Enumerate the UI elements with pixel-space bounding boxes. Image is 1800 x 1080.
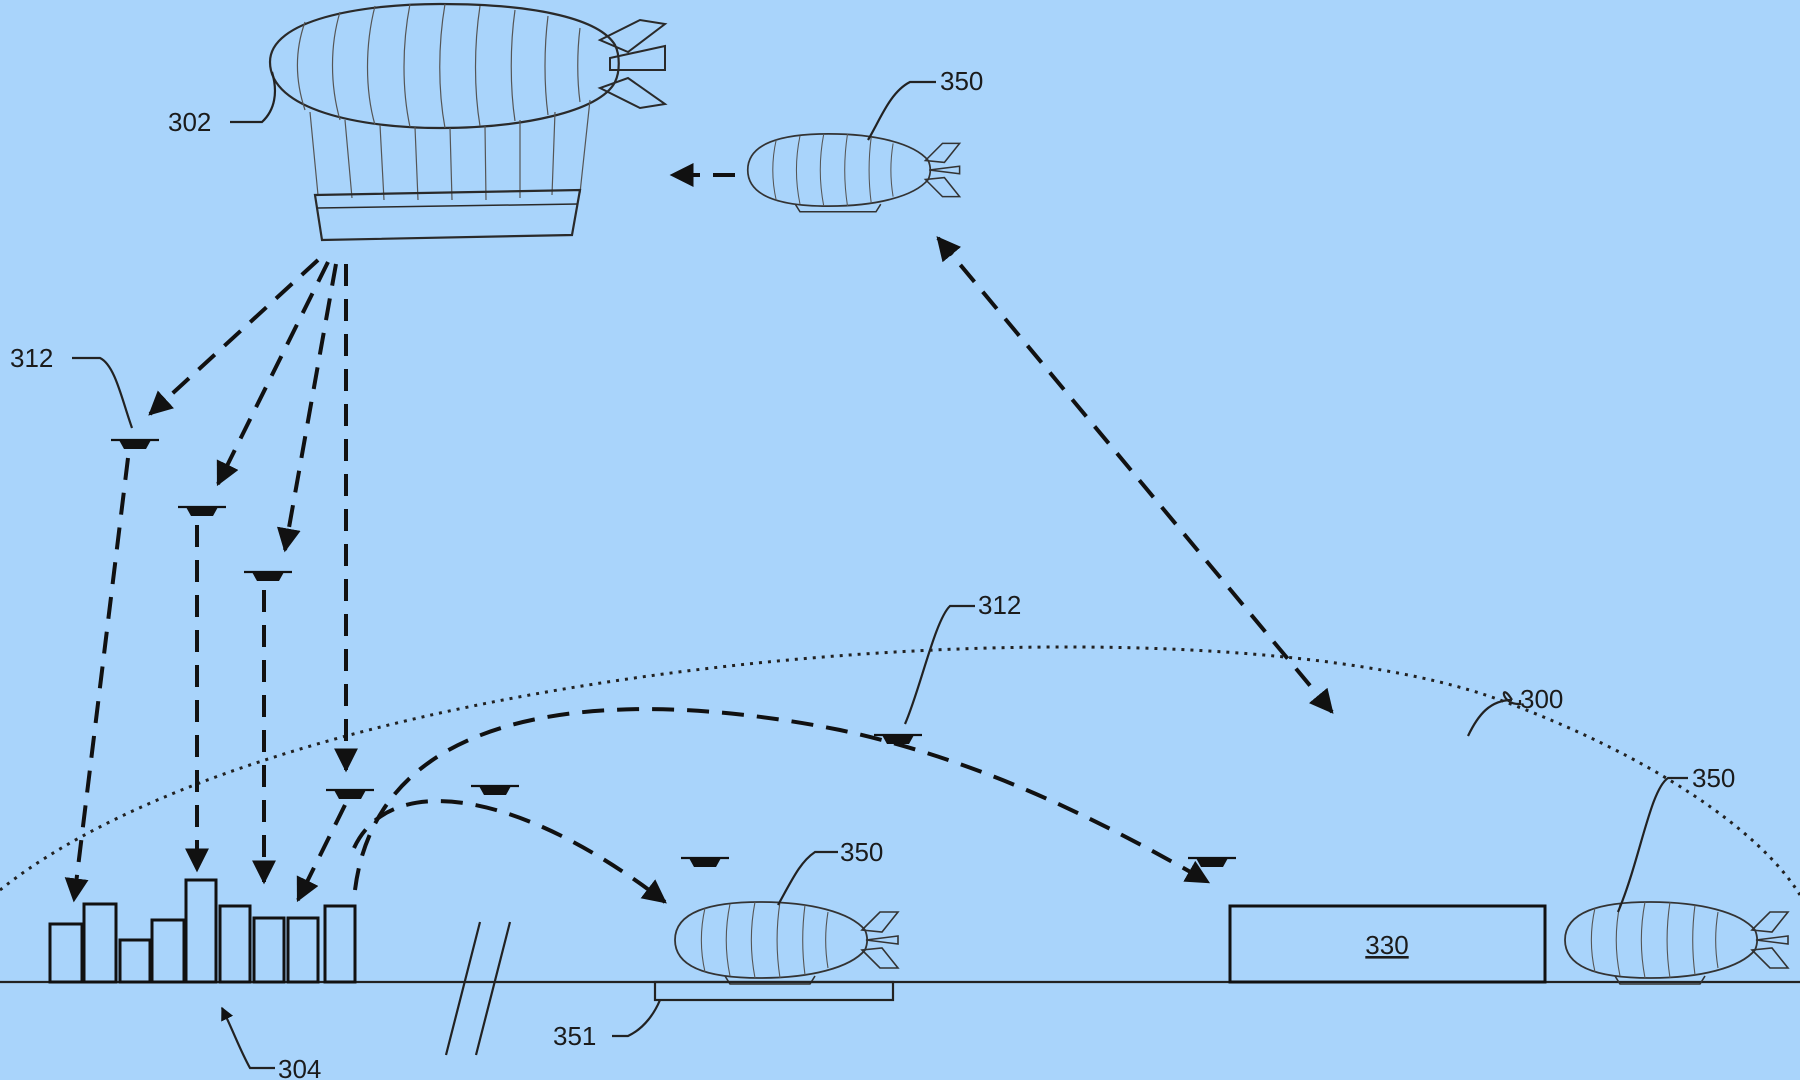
airship-350-ground-mid [674, 901, 899, 985]
boundary-300 [0, 645, 1800, 896]
leader-302 [230, 71, 277, 124]
leader-350-top [867, 80, 936, 141]
leader-312-mid [903, 604, 975, 725]
airship-302 [268, 2, 668, 242]
trajectory-to-350-mid [352, 799, 667, 904]
airship-350-ground-right [1564, 901, 1789, 985]
pad-351 [653, 980, 895, 1002]
drone-5 [469, 784, 521, 797]
arrow-302-drone-2 [216, 261, 330, 487]
drone-3 [242, 570, 294, 583]
arrow-drone-1-bldg [64, 457, 130, 903]
facility-330 [1228, 904, 1547, 984]
trajectory-to-330 [353, 707, 1211, 891]
label-304: 304 [278, 1054, 321, 1080]
label-330: 330 [1365, 930, 1408, 960]
label-300: 300 [1520, 684, 1563, 714]
arrow-300-to-350 [936, 236, 1334, 714]
label-350-ground-mid: 350 [840, 837, 883, 867]
label-302: 302 [168, 107, 211, 137]
label-350-top: 350 [940, 66, 983, 96]
arrow-302-drone-3 [276, 263, 338, 553]
drone-8 [1186, 856, 1238, 869]
leader-300 [1467, 691, 1522, 737]
arrow-302-drone-1 [148, 258, 320, 416]
leader-351 [612, 999, 662, 1038]
leader-304 [221, 1006, 275, 1070]
label-351: 351 [553, 1021, 596, 1051]
airship-350-top [746, 133, 961, 213]
drone-1 [109, 438, 161, 451]
drone-6 [679, 856, 731, 869]
drone-2 [176, 505, 228, 518]
ground-break [444, 921, 512, 1056]
label-312-mid: 312 [978, 590, 1021, 620]
leader-350-ground-right [1616, 776, 1688, 913]
drone-4 [324, 788, 376, 801]
buildings-304 [48, 878, 357, 984]
label-350-ground-right: 350 [1692, 763, 1735, 793]
arrow-drone-4-bldg [296, 804, 347, 903]
leader-312-left [72, 356, 134, 429]
label-312-left: 312 [10, 343, 53, 373]
leader-350-ground-mid [777, 850, 838, 906]
